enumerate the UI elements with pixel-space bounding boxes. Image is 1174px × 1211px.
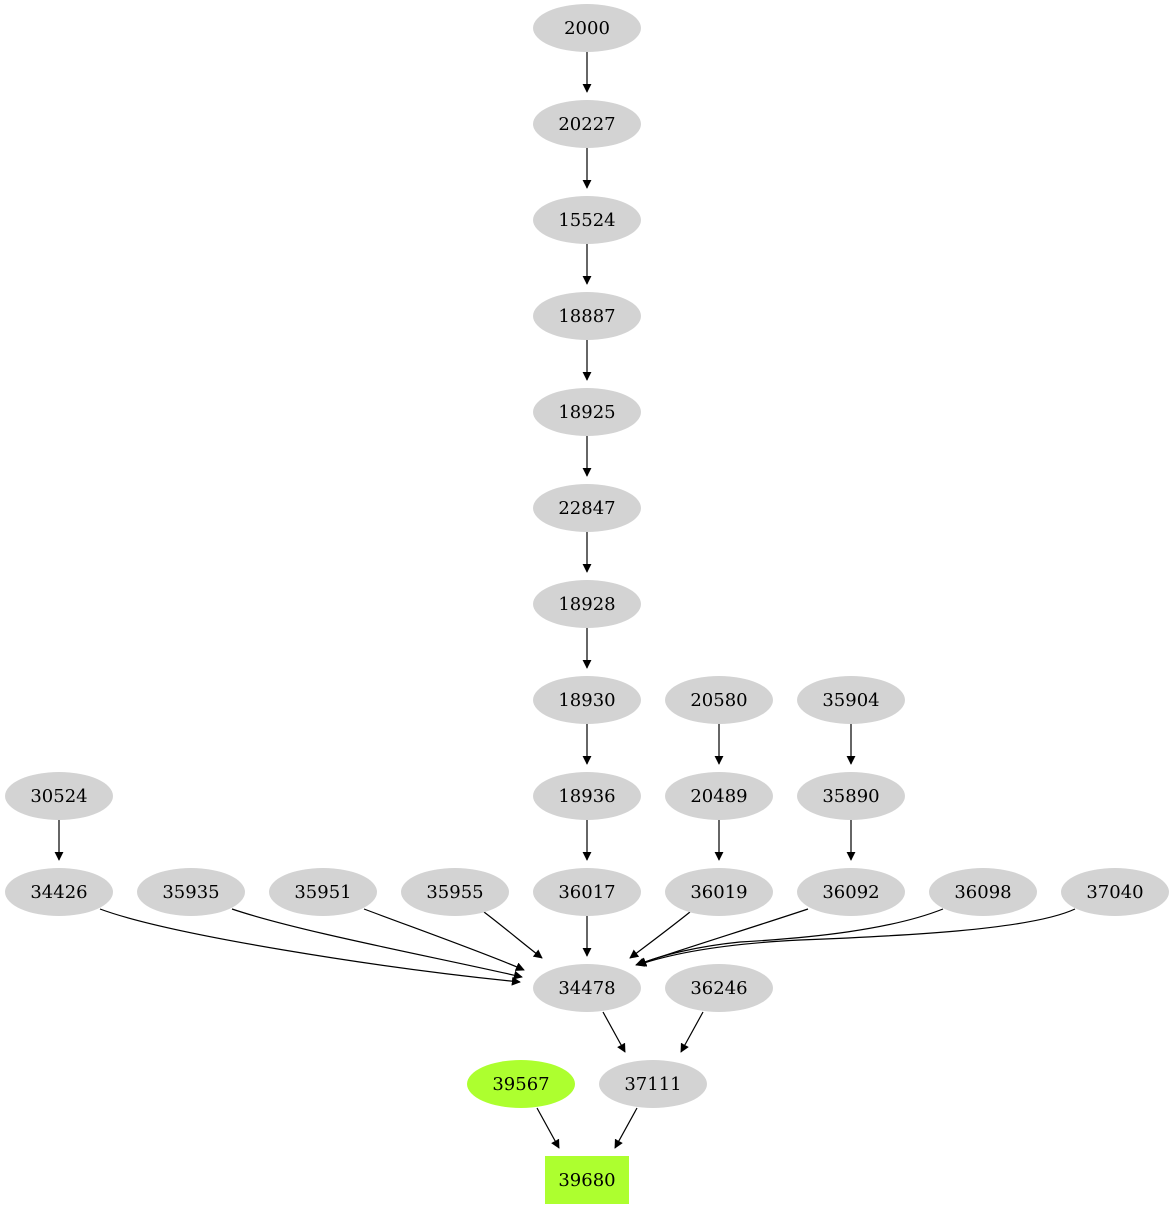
edge-34478-to-37111 [602,1011,626,1053]
node-label: 36017 [558,882,615,903]
node-ellipse-shape [533,4,641,52]
node-ellipse-shape [533,580,641,628]
node-ellipse-shape [533,292,641,340]
node-ellipse-shape [665,964,773,1012]
node-label: 18928 [558,594,615,615]
node-22847[interactable]: 22847 [533,484,641,532]
node-ellipse-shape [797,676,905,724]
edge-35955-to-34478 [483,911,543,959]
node-2000[interactable]: 2000 [533,4,641,52]
node-label: 35890 [822,786,879,807]
node-ellipse-shape [533,388,641,436]
node-label: 37040 [1086,882,1143,903]
node-35890[interactable]: 35890 [797,772,905,820]
node-ellipse-shape [533,868,641,916]
node-label: 20580 [690,690,747,711]
edge-36019-to-34478 [629,911,691,959]
node-36246[interactable]: 36246 [665,964,773,1012]
node-ellipse-shape [665,676,773,724]
node-label: 34426 [30,882,87,903]
edge-36098-to-34478 [637,908,944,966]
node-ellipse-shape [5,868,113,916]
node-label: 36092 [822,882,879,903]
edge-39567-to-39680 [536,1107,560,1149]
node-35935[interactable]: 35935 [137,868,245,916]
node-ellipse-shape [467,1060,575,1108]
node-ellipse-shape [533,676,641,724]
node-ellipse-shape [533,772,641,820]
nodes-layer: 2000 20227 15524 18887 18925 22847 18928 18930 2… [5,4,1169,1204]
node-ellipse-shape [797,868,905,916]
node-ellipse-shape [599,1060,707,1108]
node-35904[interactable]: 35904 [797,676,905,724]
node-label: 36019 [690,882,747,903]
node-15524[interactable]: 15524 [533,196,641,244]
edge-34426-to-34478 [99,908,521,986]
node-39567[interactable]: 39567 [467,1060,575,1108]
edges-layer [54,52,1076,1149]
edge-36246-to-37111 [680,1011,704,1053]
node-ellipse-shape [665,772,773,820]
node-label: 35935 [162,882,219,903]
node-30524[interactable]: 30524 [5,772,113,820]
node-ellipse-shape [533,100,641,148]
node-label: 39680 [558,1170,615,1191]
node-35951[interactable]: 35951 [269,868,377,916]
node-ellipse-shape [533,484,641,532]
node-label: 18936 [558,786,615,807]
node-label: 37111 [624,1074,681,1095]
node-34426[interactable]: 34426 [5,868,113,916]
node-label: 35904 [822,690,879,711]
node-18930[interactable]: 18930 [533,676,641,724]
node-37040[interactable]: 37040 [1061,868,1169,916]
node-ellipse-shape [269,868,377,916]
node-18887[interactable]: 18887 [533,292,641,340]
node-box-shape [545,1156,629,1204]
node-ellipse-shape [929,868,1037,916]
node-36017[interactable]: 36017 [533,868,641,916]
node-35955[interactable]: 35955 [401,868,509,916]
node-label: 34478 [558,978,615,999]
node-label: 20227 [558,114,615,135]
node-label: 2000 [564,18,610,39]
node-label: 35951 [294,882,351,903]
node-label: 15524 [558,210,615,231]
node-ellipse-shape [533,196,641,244]
node-label: 36098 [954,882,1011,903]
node-label: 18925 [558,402,615,423]
node-36019[interactable]: 36019 [665,868,773,916]
edge-35935-to-34478 [231,908,523,980]
node-ellipse-shape [5,772,113,820]
node-18928[interactable]: 18928 [533,580,641,628]
node-20489[interactable]: 20489 [665,772,773,820]
node-20227[interactable]: 20227 [533,100,641,148]
node-18936[interactable]: 18936 [533,772,641,820]
node-20580[interactable]: 20580 [665,676,773,724]
node-ellipse-shape [797,772,905,820]
edge-35951-to-34478 [363,908,525,971]
node-ellipse-shape [137,868,245,916]
node-39680[interactable]: 39680 [545,1156,629,1204]
node-label: 18930 [558,690,615,711]
edge-37111-to-39680 [614,1107,638,1149]
node-ellipse-shape [665,868,773,916]
node-label: 36246 [690,978,747,999]
node-37111[interactable]: 37111 [599,1060,707,1108]
node-label: 35955 [426,882,483,903]
node-ellipse-shape [533,964,641,1012]
node-label: 22847 [558,498,615,519]
node-ellipse-shape [401,868,509,916]
node-label: 30524 [30,786,87,807]
node-36092[interactable]: 36092 [797,868,905,916]
node-ellipse-shape [1061,868,1169,916]
node-label: 18887 [558,306,615,327]
node-label: 39567 [492,1074,549,1095]
node-36098[interactable]: 36098 [929,868,1037,916]
node-label: 20489 [690,786,747,807]
edge-37040-to-34478 [637,908,1076,967]
node-34478[interactable]: 34478 [533,964,641,1012]
node-18925[interactable]: 18925 [533,388,641,436]
